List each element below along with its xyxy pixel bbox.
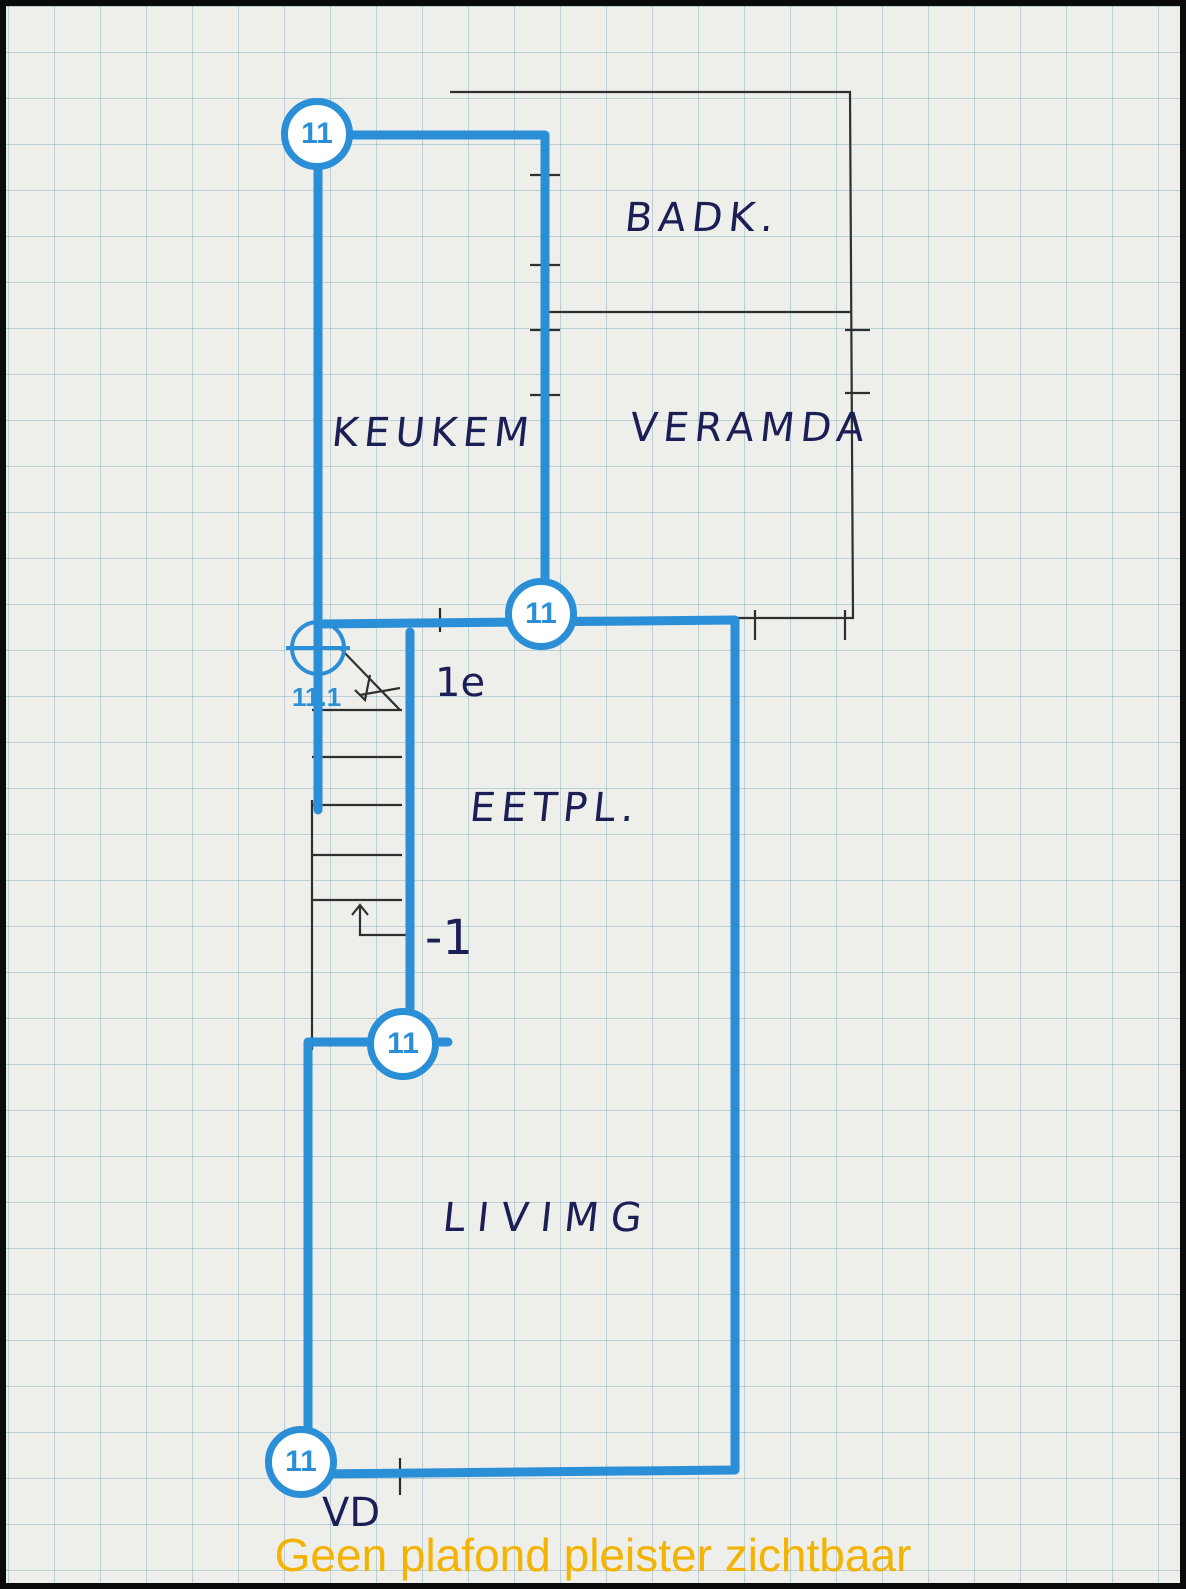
arrow-down-stair: [354, 674, 401, 703]
room-label-veranda: VERAMDA: [627, 405, 873, 451]
route-node[interactable]: 11: [367, 1008, 439, 1080]
stair-note-bottom: -1: [425, 910, 473, 966]
route-keuken-outline: [313, 130, 550, 617]
route-node[interactable]: 11: [265, 1426, 337, 1498]
stair-note-top: 1e: [435, 660, 486, 706]
arrow-up-stair: [351, 903, 410, 937]
selected-marker-label: 11.1: [292, 682, 342, 712]
route-living-left-wall: [303, 1037, 453, 1479]
entrance-note-vd: VD: [322, 1490, 381, 1536]
badk-veranda-outline: [450, 90, 855, 620]
status-message: Geen plafond pleister zichtbaar: [274, 1529, 912, 1581]
room-label-keuken: KEUKEM: [329, 410, 538, 456]
selected-point-marker[interactable]: [286, 618, 350, 680]
room-label-badk: BADK.: [622, 195, 782, 241]
route-node[interactable]: 11: [505, 578, 577, 650]
route-node[interactable]: 11: [281, 98, 353, 170]
room-label-living: LIVIMG: [440, 1195, 657, 1241]
room-label-eetpl: EETPL.: [467, 785, 643, 831]
